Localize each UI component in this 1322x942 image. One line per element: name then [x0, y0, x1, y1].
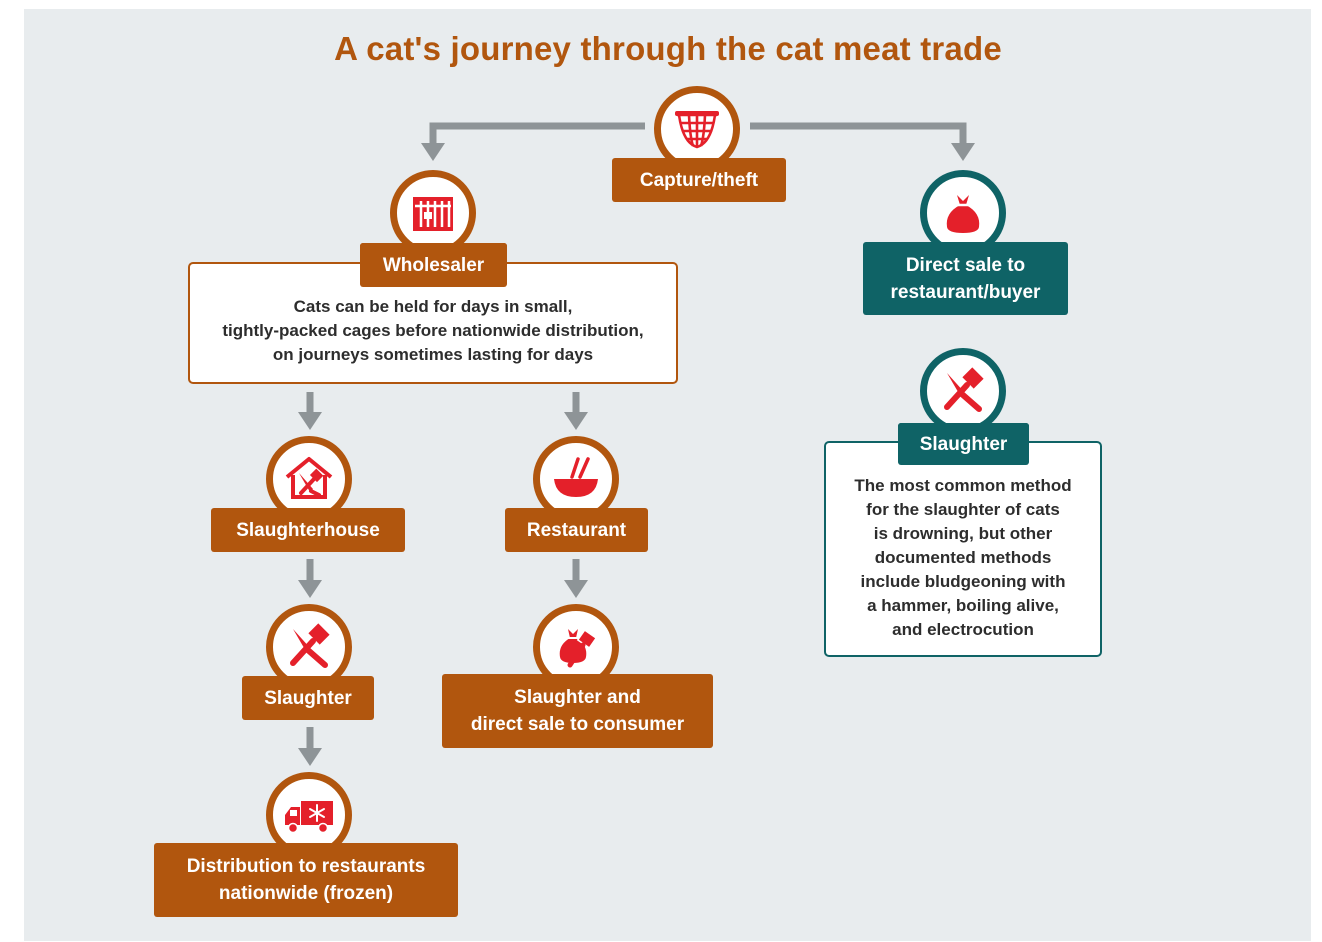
distribution-label: Distribution to restaurants nationwide (…	[154, 843, 458, 917]
distribution-label-line: Distribution to restaurants	[186, 856, 426, 877]
net-icon	[654, 86, 740, 172]
bowl-icon	[533, 436, 619, 522]
direct-sale-label-line: Direct sale to	[905, 254, 1026, 276]
distribution-label-line: nationwide (frozen)	[218, 883, 394, 904]
slaughter-sale-label-line: direct sale to consumer	[470, 714, 685, 735]
wholesaler-description: Cats can be held for days in small, tigh…	[188, 262, 678, 384]
slaughter-desc-line: and electrocution	[892, 620, 1034, 639]
wholesaler-desc-line: tightly-packed cages before nationwide d…	[222, 321, 644, 340]
slaughter-left-label: Slaughter	[242, 676, 374, 720]
slaughter-desc-line: documented methods	[874, 548, 1052, 567]
sack-icon	[920, 170, 1006, 256]
slaughter-desc-line: a hammer, boiling alive,	[867, 596, 1059, 615]
wholesaler-label-front: Wholesaler	[360, 243, 507, 287]
direct-sale-label-line: restaurant/buyer	[890, 281, 1041, 303]
slaughterhouse-icon	[266, 436, 352, 522]
knives-icon	[266, 604, 352, 690]
restaurant-label: Restaurant	[505, 508, 648, 552]
wholesaler-desc-line: on journeys sometimes lasting for days	[272, 345, 594, 364]
slaughter-desc-line: for the slaughter of cats	[866, 500, 1060, 519]
knives-icon	[920, 348, 1006, 434]
arrow-capture-to-direct-sale	[750, 122, 967, 143]
wholesaler-desc-line: Cats can be held for days in small,	[293, 297, 573, 316]
slaughter-desc-line: include bludgeoning with	[860, 572, 1066, 591]
slaughter-right-description: The most common method for the slaughter…	[824, 441, 1102, 657]
slaughter-sale-label: Slaughter and direct sale to consumer	[442, 674, 713, 748]
slaughter-desc-line: is drowning, but other	[873, 524, 1053, 543]
slaughter-sale-label-line: Slaughter and	[514, 687, 641, 708]
arrow-capture-to-wholesaler	[429, 122, 645, 143]
capture-theft-label: Capture/theft	[612, 158, 786, 202]
direct-sale-label: Direct sale to restaurant/buyer	[863, 242, 1068, 315]
slaughter-right-label-front: Slaughter	[898, 423, 1029, 465]
slaughterhouse-label: Slaughterhouse	[211, 508, 405, 552]
slaughter-desc-line: The most common method	[854, 476, 1072, 495]
page-title: A cat's journey through the cat meat tra…	[334, 30, 1002, 67]
